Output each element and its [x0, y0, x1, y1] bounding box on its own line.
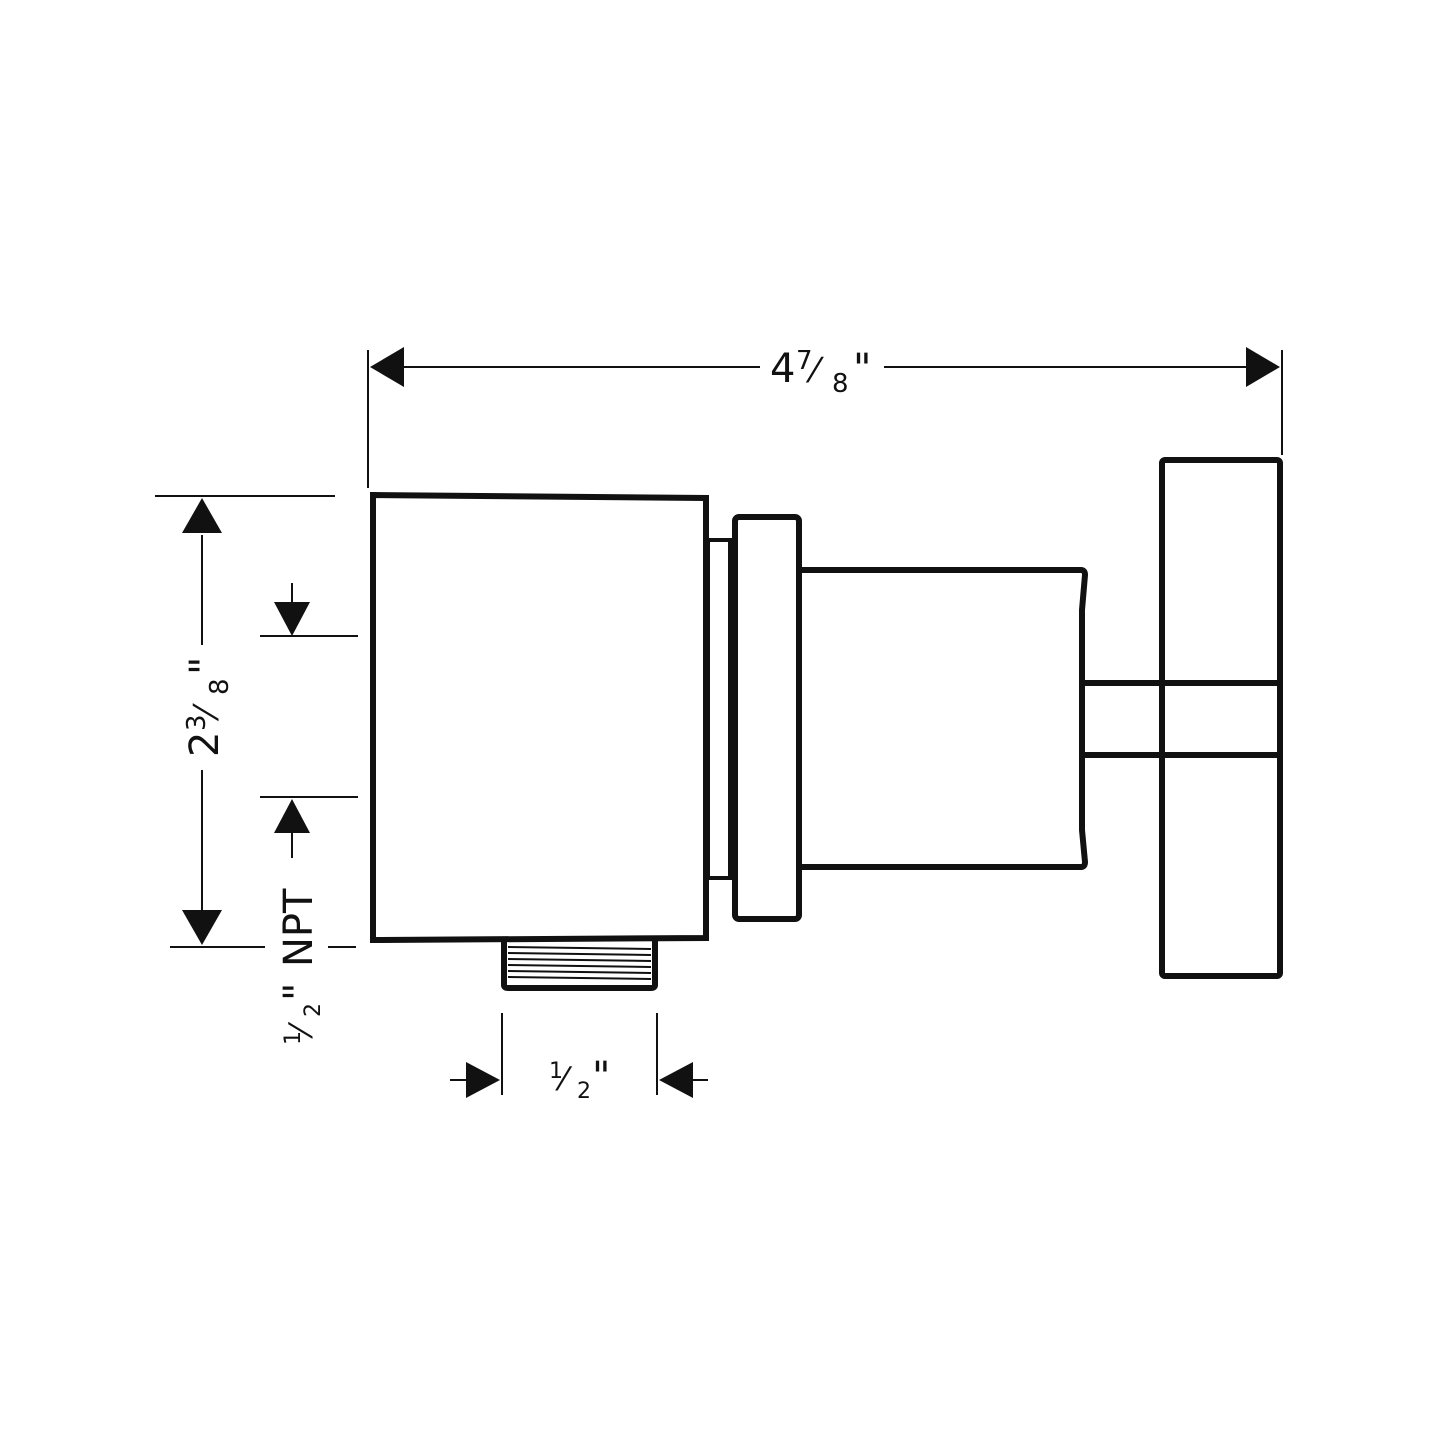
width-label: 47⁄8" — [770, 346, 871, 399]
height-arrow-top — [182, 498, 222, 533]
thread-arrow-top — [274, 602, 310, 636]
thread-size-dimension: 1⁄2"NPT — [260, 583, 358, 1045]
spacer-ring — [706, 538, 732, 880]
height-label: 23⁄8" — [182, 657, 235, 757]
stem — [1085, 680, 1162, 758]
height-arrow-bottom — [182, 910, 222, 945]
outlet-width-dimension: 1⁄2" — [450, 1013, 708, 1104]
width-arrow-left — [370, 347, 404, 387]
height-dimension: 23⁄8" — [155, 495, 356, 948]
outlet-width-label: 1⁄2" — [549, 1054, 610, 1104]
width-dimension: 47⁄8" — [367, 346, 1283, 488]
outlet-arrow-left — [466, 1062, 500, 1098]
threaded-outlet — [501, 940, 658, 991]
flange — [732, 514, 802, 922]
main-body — [370, 491, 709, 944]
handle-bar-lines — [1162, 680, 1280, 758]
thread-arrow-bottom — [274, 799, 310, 833]
width-arrow-right — [1246, 347, 1280, 387]
thread-size-label: 1⁄2"NPT — [276, 888, 326, 1045]
thread-lines — [507, 946, 652, 980]
outlet-arrow-right — [659, 1062, 693, 1098]
fixture-outline — [370, 457, 1283, 991]
cross-handle — [1159, 457, 1283, 979]
valve-cylinder — [800, 567, 1089, 870]
